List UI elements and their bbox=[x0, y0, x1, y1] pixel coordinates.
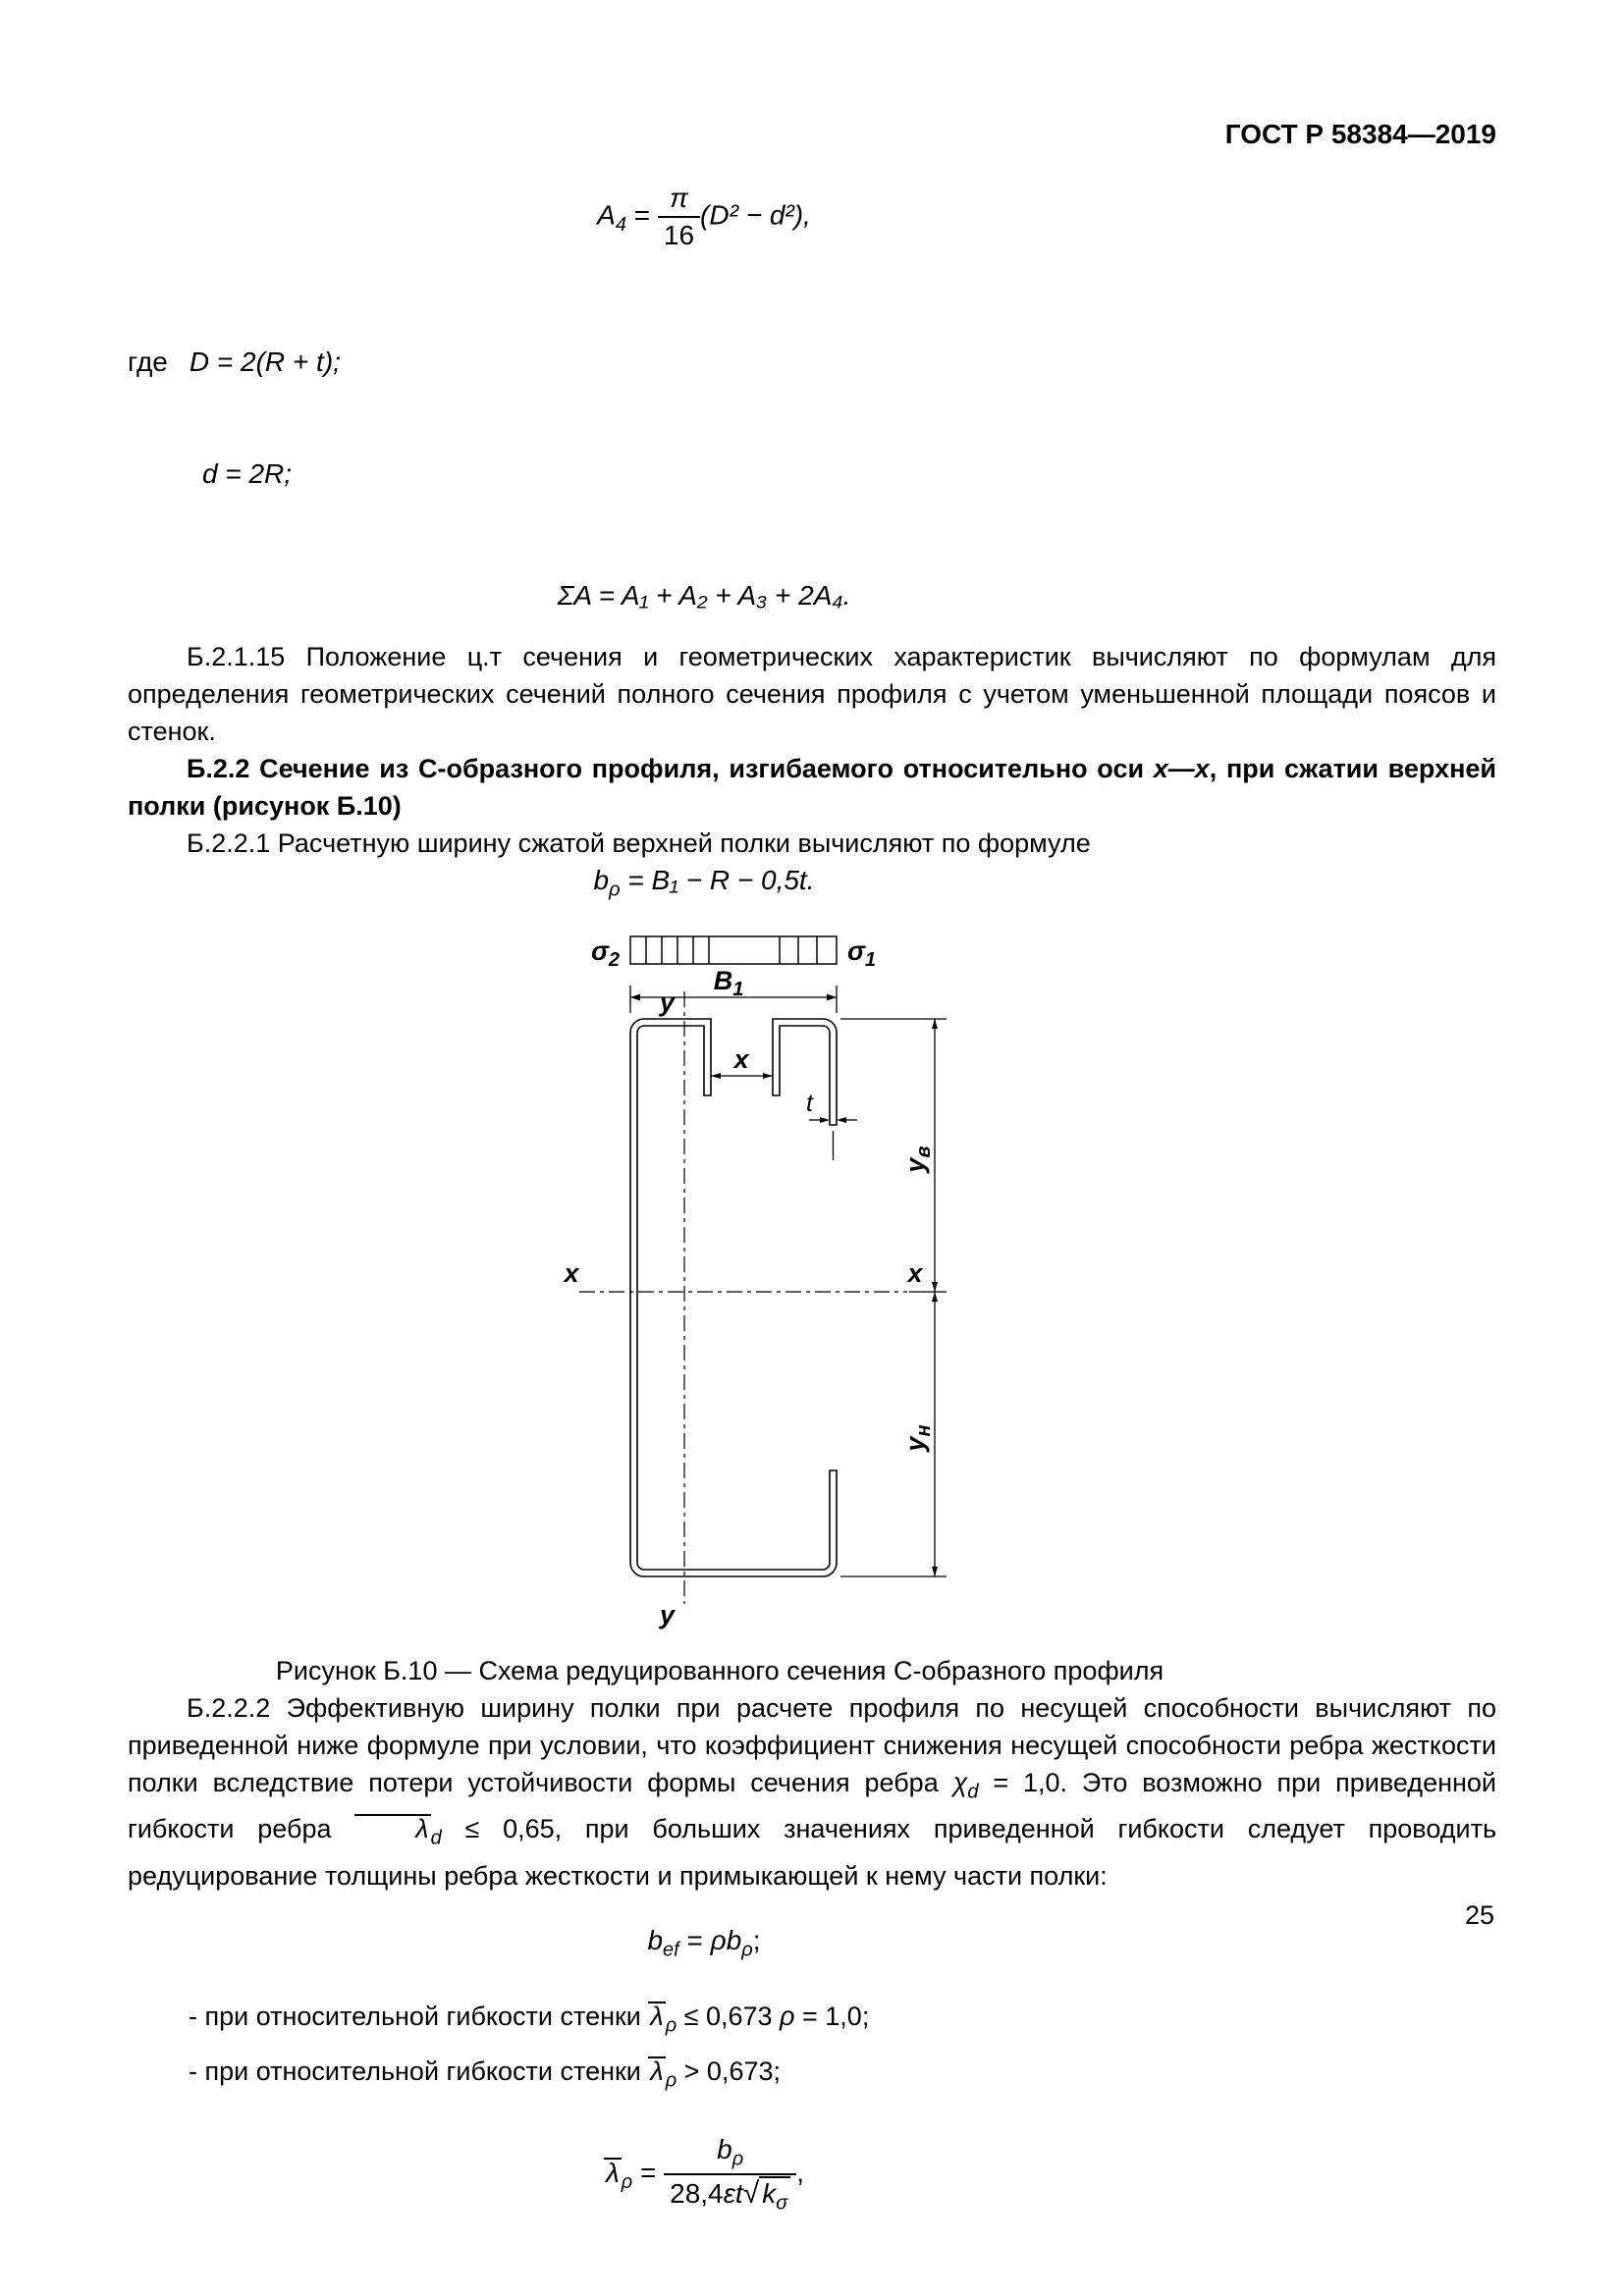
x-inner-label: x bbox=[731, 1044, 749, 1074]
b1-dimension bbox=[629, 985, 838, 1013]
b1-label: B1 bbox=[714, 966, 744, 1000]
effective-width-strip bbox=[629, 935, 838, 965]
para-b2-2-2: Б.2.2.2 Эффективную ширину полки при рас… bbox=[128, 1692, 1497, 1891]
sigma2-label: σ2 bbox=[591, 936, 620, 971]
lambda-d-inline: λ bbox=[354, 1814, 431, 1842]
formula-sum: ΣA = A₁ + A₂ + A₃ + 2A₄. bbox=[557, 580, 851, 612]
t-arrow-right bbox=[837, 1116, 846, 1123]
formula-a4-lhs: A bbox=[597, 199, 616, 231]
page-number: 25 bbox=[1464, 1900, 1494, 1930]
para-b2-1-15: Б.2.1.15 Положение ц.т сечения и геометр… bbox=[128, 642, 1496, 747]
yn-arrow-top bbox=[932, 1291, 938, 1302]
y-dimensions bbox=[840, 1018, 947, 1577]
profile-web-and-bottom bbox=[629, 1018, 838, 1577]
formula-b-ef: bef = ρbρ; bbox=[647, 1924, 761, 1961]
yv-label: yв bbox=[900, 1146, 935, 1174]
x-axis-label-right: x bbox=[905, 1258, 923, 1288]
chi-d-inline: χ bbox=[952, 1767, 968, 1797]
yv-arrow-bottom bbox=[932, 1281, 938, 1292]
x-inner-arrow-left bbox=[711, 1072, 721, 1079]
sqrt-symbol: √ bbox=[742, 2176, 760, 2210]
y-axis-label-top: y bbox=[658, 988, 677, 1017]
doc-code: ГОСТ Р 58384—2019 bbox=[1224, 119, 1496, 149]
t-arrow-left bbox=[820, 1116, 830, 1123]
b1-arrow-left bbox=[630, 993, 640, 1001]
yv-arrow-top bbox=[932, 1018, 938, 1029]
y-axis-label-bottom: y bbox=[658, 1600, 677, 1629]
para-b2-2-1: Б.2.2.1 Расчетную ширину сжатой верхней … bbox=[187, 828, 1091, 859]
where-line-2: d = 2R; bbox=[202, 458, 293, 490]
figure-caption: Рисунок Б.10 — Схема редуцированного сеч… bbox=[275, 1655, 1164, 1685]
x-inner-arrow-right bbox=[763, 1072, 773, 1079]
c-profile bbox=[629, 1018, 838, 1577]
axis-x-x-reference: x—x bbox=[1153, 754, 1210, 784]
profile-top-right-flange bbox=[772, 1018, 838, 1126]
x-axis-label-left: x bbox=[562, 1258, 579, 1288]
center-axes bbox=[579, 990, 907, 1604]
figure-b10-drawing: σ2 σ1 B1 y y x x bbox=[562, 935, 947, 1629]
t-label: t bbox=[806, 1090, 814, 1117]
yn-label: yн bbox=[900, 1424, 935, 1453]
yn-arrow-bottom bbox=[932, 1566, 938, 1576]
heading-b2-2: Б.2.2 Сечение из С-образного профиля, из… bbox=[128, 754, 1496, 822]
formula-b-rho: bρ = B₁ − R − 0,5t. bbox=[593, 865, 815, 901]
t-dimension bbox=[809, 1119, 857, 1160]
figure-b10: σ2 σ1 B1 y y x x bbox=[128, 929, 1496, 1640]
sigma1-label: σ1 bbox=[847, 936, 876, 971]
b1-arrow-right bbox=[827, 993, 837, 1001]
